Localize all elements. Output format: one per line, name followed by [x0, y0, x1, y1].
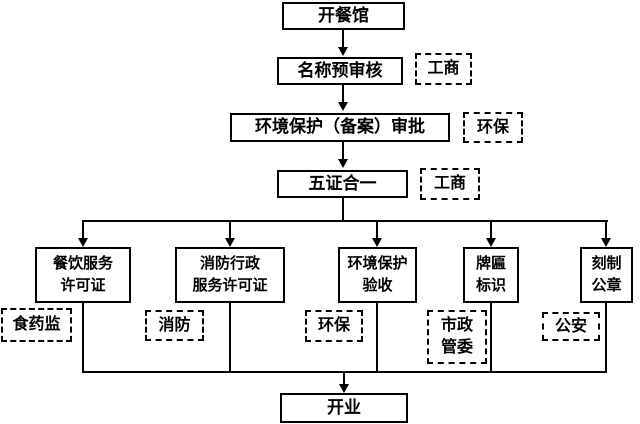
node-fire-license: 消防行政 服务许可证 [175, 247, 285, 303]
edge-plaque-to-merge-line [490, 303, 492, 373]
edge-rail-to-plaque-line [490, 222, 492, 238]
edge-rail-to-envacceptance-line [376, 222, 378, 238]
node-catering-license: 餐饮服务 许可证 [35, 247, 131, 303]
node-env-filing-approval: 环境保护（备案）审批 [230, 113, 450, 142]
arrow-down-icon [338, 159, 348, 168]
edge-seal-to-merge-line [605, 303, 607, 373]
node-env-acceptance: 环境保护 验收 [338, 247, 417, 303]
edge-start-to-precheck-line [342, 30, 344, 47]
arrow-down-icon [225, 238, 235, 247]
merge-rail-line [82, 371, 607, 373]
arrow-down-icon [78, 238, 88, 247]
edge-rail-to-seal-line [605, 222, 607, 238]
edge-precheck-to-env-line [342, 85, 344, 102]
arrow-down-icon [339, 384, 349, 393]
node-name-precheck: 名称预审核 [277, 57, 403, 85]
node-start: 开餐馆 [282, 2, 405, 30]
edge-fivecerts-to-rail-line [342, 198, 344, 222]
edge-catering-to-merge-line [82, 303, 84, 373]
node-five-certs-in-one: 五证合一 [277, 170, 408, 198]
agency-tag-shizheng-guanwei: 市政 管委 [427, 310, 487, 364]
edge-env-to-fivecerts-line [342, 142, 344, 159]
arrow-down-icon [486, 238, 496, 247]
agency-tag-shiyaojian: 食药监 [1, 308, 72, 342]
node-plaque-sign: 牌匾 标识 [463, 247, 519, 303]
agency-tag-gongshang-2: 工商 [420, 168, 480, 200]
edge-envacceptance-to-merge-line [376, 303, 378, 373]
agency-tag-gongshang-1: 工商 [415, 53, 472, 85]
agency-tag-xiaofang: 消防 [145, 310, 204, 341]
edge-merge-to-opening-line [343, 373, 345, 384]
node-official-seal: 刻制 公章 [580, 247, 633, 303]
arrow-down-icon [338, 47, 348, 56]
arrow-down-icon [372, 238, 382, 247]
edge-rail-to-catering-line [82, 222, 84, 238]
agency-tag-huanbao-2: 环保 [305, 310, 363, 342]
arrow-down-icon [601, 238, 611, 247]
agency-tag-huanbao-1: 环保 [463, 112, 523, 143]
node-opening: 开业 [280, 393, 408, 423]
edge-rail-to-fire-line [229, 222, 231, 238]
agency-tag-gongan: 公安 [542, 312, 600, 341]
arrow-down-icon [338, 102, 348, 111]
branch-rail-line [82, 220, 608, 222]
edge-fire-to-merge-line [229, 303, 231, 373]
